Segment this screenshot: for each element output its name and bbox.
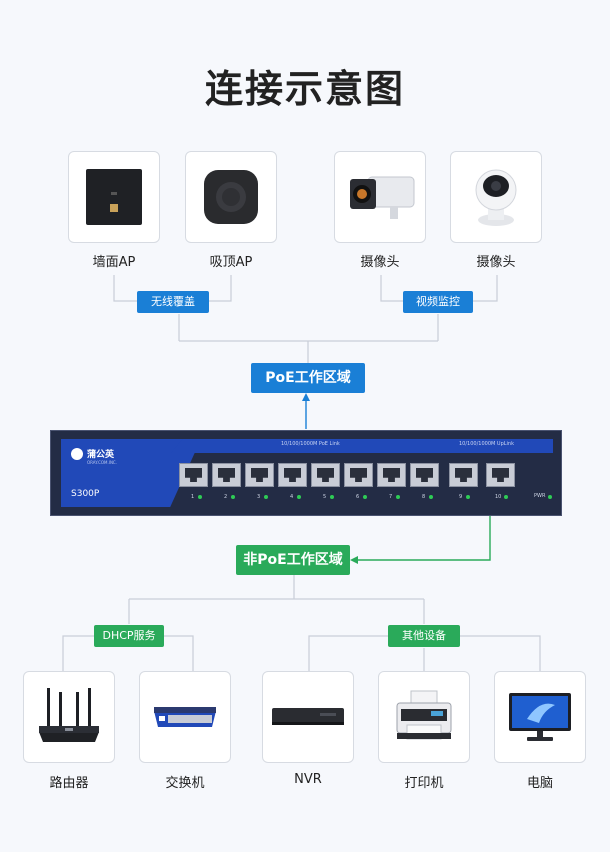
router-icon: [39, 688, 99, 742]
page-title: 连接示意图: [204, 67, 405, 111]
nvr-icon: [272, 708, 344, 725]
switch-port: [212, 463, 241, 487]
video-surveillance-tag: 视频监控: [403, 291, 473, 313]
port-number: 6: [356, 494, 360, 500]
device-label-wall-ap: 墙面AP: [92, 255, 136, 270]
device-label-camera-2: 摄像头: [476, 255, 516, 270]
dome-camera-icon: [475, 169, 517, 226]
ceiling-ap-icon: [204, 170, 258, 224]
port-number: 5: [323, 494, 327, 500]
switch-device: 蒲公英 ORAY.COM.INC. S300P 10/100/1000M PoE…: [50, 430, 562, 516]
printer-card: [378, 671, 470, 763]
switch-port: [179, 463, 208, 487]
port-led: [429, 495, 433, 499]
switch-port: [486, 463, 515, 487]
switch-port: [311, 463, 340, 487]
port-led: [264, 495, 268, 499]
dhcp-service-tag: DHCP服务: [94, 625, 164, 647]
switch-icon: [154, 707, 216, 727]
ceiling-ap-card: [185, 151, 277, 243]
port-led: [396, 495, 400, 499]
switch-port: [245, 463, 274, 487]
bullet-camera-card: [334, 151, 426, 243]
port-number: 4: [290, 494, 294, 500]
brand-logo-icon: [71, 447, 83, 460]
lan-switch-card: [139, 671, 231, 763]
non-poe-zone-badge: 非PoE工作区域: [236, 545, 350, 575]
printer-icon: [396, 690, 452, 740]
device-label-router: 路由器: [49, 776, 89, 791]
switch-port: [278, 463, 307, 487]
device-label-camera-1: 摄像头: [360, 255, 400, 270]
port-number: 7: [389, 494, 393, 500]
device-label-printer: 打印机: [404, 776, 444, 791]
device-label-ceiling-ap: 吸顶AP: [209, 255, 253, 270]
port-number: 8: [422, 494, 426, 500]
port-led: [330, 495, 334, 499]
uplink-label: 10/100/1000M UpLink: [459, 441, 514, 447]
switch-brand-sub: ORAY.COM.INC.: [87, 460, 117, 465]
wireless-coverage-tag: 无线覆盖: [137, 291, 209, 313]
poe-zone-badge: PoE工作区域: [251, 363, 365, 393]
computer-icon: [509, 693, 571, 741]
port-number: 2: [224, 494, 228, 500]
device-label-switch: 交换机: [165, 776, 205, 791]
nvr-card: [262, 671, 354, 763]
wall-ap-icon: [86, 169, 142, 225]
port-led: [198, 495, 202, 499]
port-led: [466, 495, 470, 499]
router-card: [23, 671, 115, 763]
device-label-nvr: NVR: [294, 772, 322, 787]
port-led: [297, 495, 301, 499]
switch-port: [344, 463, 373, 487]
other-devices-tag: 其他设备: [388, 625, 460, 647]
computer-card: [494, 671, 586, 763]
switch-port: [377, 463, 406, 487]
wall-ap-card: [68, 151, 160, 243]
dome-camera-card: [450, 151, 542, 243]
switch-brand: 蒲公英: [71, 447, 114, 460]
switch-model: S300P: [71, 489, 100, 499]
port-number: 1: [191, 494, 195, 500]
switch-port: [449, 463, 478, 487]
bullet-camera-icon: [350, 176, 415, 219]
power-label: PWR: [534, 493, 546, 499]
device-label-computer: 电脑: [526, 776, 553, 791]
port-number: 10: [495, 494, 502, 500]
port-led: [231, 495, 235, 499]
port-number: 3: [257, 494, 261, 500]
port-led: [363, 495, 367, 499]
switch-port: [410, 463, 439, 487]
switch-port-band: [171, 439, 553, 453]
port-led: [504, 495, 508, 499]
switch-brand-name: 蒲公英: [87, 450, 115, 460]
power-led: [548, 495, 552, 499]
port-number: 9: [459, 494, 463, 500]
poe-link-label: 10/100/1000M PoE Link: [281, 441, 340, 447]
